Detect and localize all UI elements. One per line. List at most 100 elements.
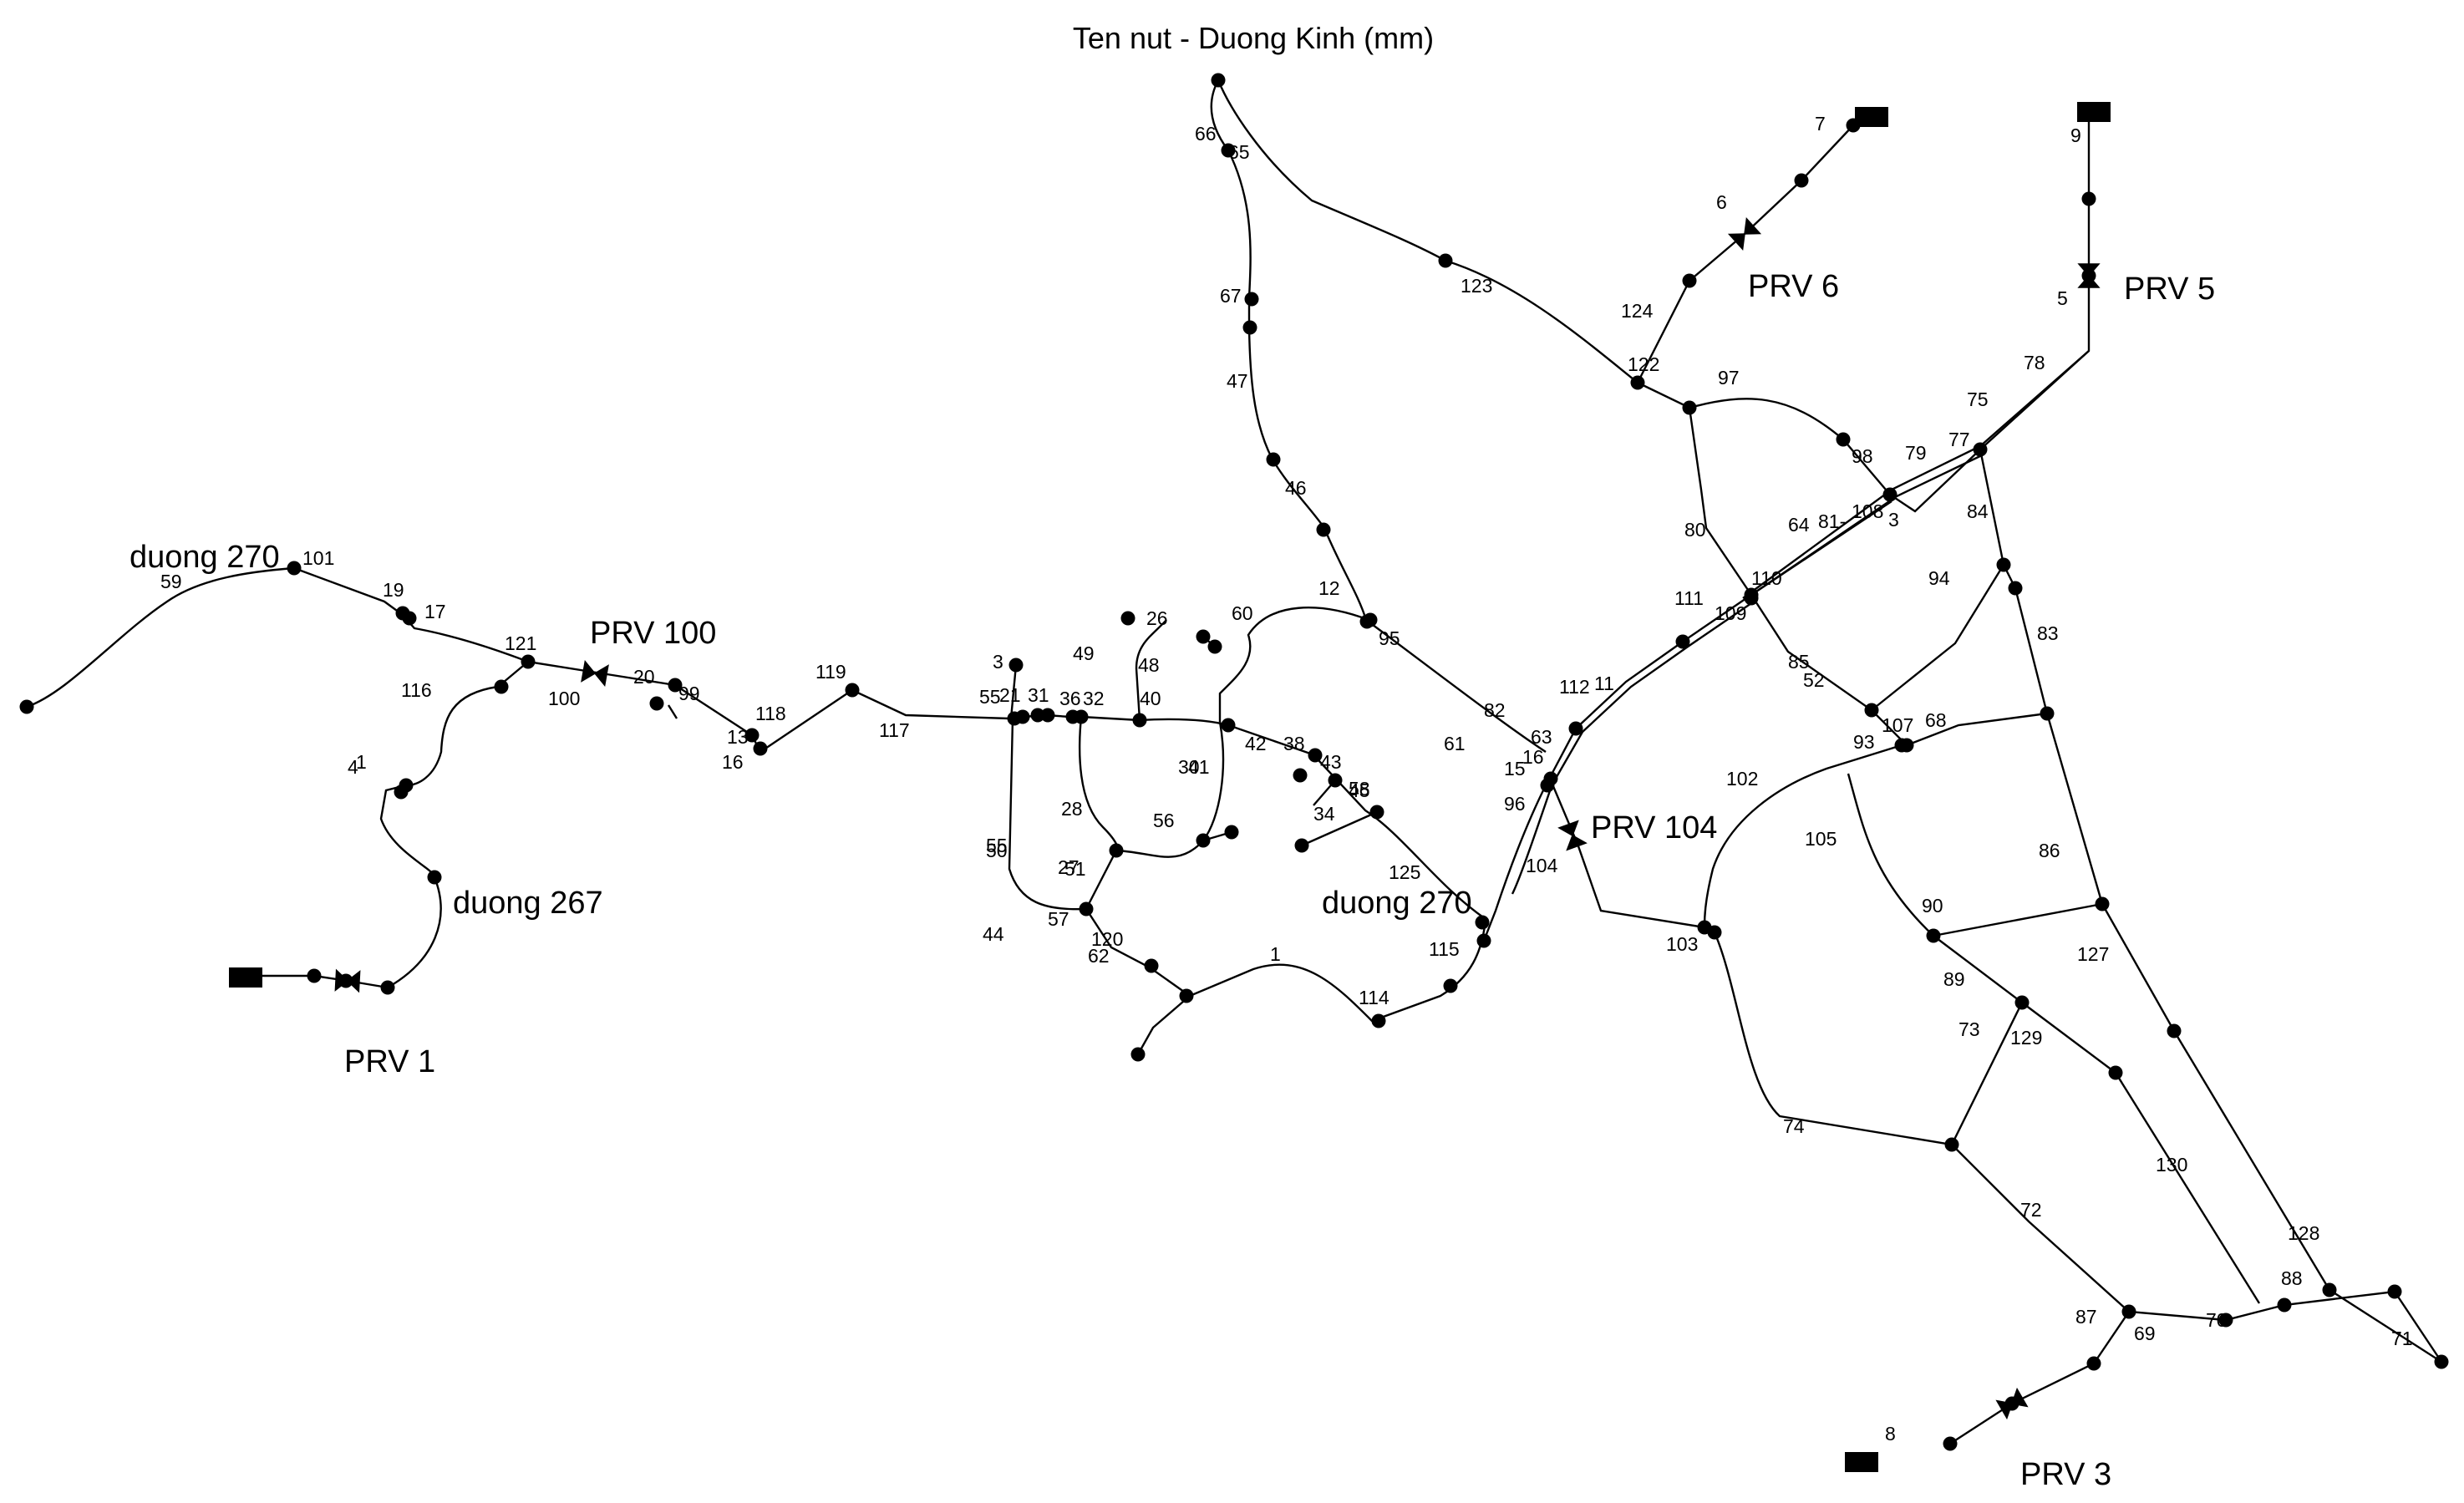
id-label: 82 (1484, 699, 1506, 721)
id-label: 78 (2024, 352, 2045, 373)
junction-node (1328, 773, 1343, 788)
junction-node (1476, 933, 1491, 948)
pressure-reducing-valves (334, 217, 2101, 1420)
id-label: 127 (2077, 943, 2109, 965)
pipe-segment (1217, 79, 1638, 383)
junction-node (2121, 1304, 2136, 1319)
pipe-label-duong270-west: duong 270 (130, 540, 280, 575)
id-label: 16 (722, 751, 744, 773)
pipe-segment (667, 704, 678, 719)
id-label: 88 (2281, 1267, 2303, 1289)
junction-node (1030, 708, 1045, 723)
junction-node (1543, 771, 1558, 786)
junction-node (668, 678, 683, 693)
pipe-label-duong270-center: duong 270 (1322, 886, 1472, 921)
pipe-segment (1218, 607, 1369, 722)
pipe-segment (246, 661, 529, 989)
junction-node (1242, 320, 1257, 335)
junction-node (1943, 1436, 1958, 1451)
pipe-segment (1482, 785, 1547, 942)
id-label: 48 (1138, 654, 1160, 676)
junction-node (394, 785, 409, 800)
id-label: 109 (1715, 602, 1746, 624)
junction-node (1207, 639, 1222, 654)
junction-node (1794, 173, 1809, 188)
reservoir-tank (1855, 107, 1888, 127)
junction-node (744, 728, 760, 743)
id-label: 12 (1318, 577, 1340, 599)
pipe-segment (1750, 500, 1892, 596)
id-label: 3 (1888, 509, 1899, 531)
junction-node (1996, 557, 2011, 572)
id-label: 63 (1531, 726, 1552, 748)
junction-node (427, 870, 442, 885)
junction-node (1443, 978, 1458, 993)
reservoir-tank (229, 967, 262, 988)
reservoir-tank (1845, 1452, 1878, 1472)
id-label: 123 (1461, 275, 1492, 297)
id-label: 117 (879, 719, 910, 741)
junction-node (1308, 748, 1323, 763)
junction-node (753, 741, 768, 756)
junction-node (1008, 658, 1024, 673)
id-label: 1 (356, 751, 367, 773)
id-label: 71 (2391, 1328, 2413, 1349)
id-label: 11 (1594, 673, 1614, 694)
id-label: 111 (1674, 587, 1704, 609)
id-label: 98 (1852, 445, 1873, 467)
id-label: 62 (1088, 945, 1110, 967)
valve-wedge (581, 660, 597, 683)
id-label: 55 (986, 835, 1008, 856)
junction-node (1221, 718, 1236, 733)
id-label: 30 (1178, 756, 1200, 778)
id-label: 47 (1227, 370, 1248, 392)
id-label: 129 (2010, 1027, 2042, 1049)
id-label: 90 (1922, 895, 1943, 917)
pipe-segment (1511, 778, 1556, 895)
pipe-segment (1549, 599, 1757, 788)
junction-node (2322, 1282, 2337, 1297)
id-label: 128 (2288, 1222, 2319, 1244)
id-label: 65 (1228, 141, 1250, 163)
pipe-segment (1871, 564, 2005, 711)
id-label: 120 (1091, 928, 1123, 950)
junction-node (1266, 452, 1281, 467)
id-label: 26 (1146, 607, 1168, 629)
id-label: 107 (1882, 714, 1913, 736)
id-label: 31 (1028, 684, 1049, 706)
id-label: 36 (1059, 688, 1081, 709)
junction-node (380, 980, 395, 995)
pipe-segment (1636, 124, 1854, 383)
id-label: 3 (993, 651, 1003, 673)
junction-node (1682, 400, 1697, 415)
id-label: 97 (1718, 367, 1740, 388)
id-label: 42 (1245, 733, 1267, 754)
valve-label-prv1: PRV 1 (344, 1044, 435, 1079)
id-label: 6 (1716, 191, 1727, 213)
junction-node (2434, 1354, 2449, 1369)
pipe-segment (1078, 716, 1120, 910)
pipe-segment (1301, 810, 1378, 847)
junction-node (2081, 191, 2096, 206)
id-label: 108 (1852, 500, 1883, 522)
id-label: 52 (1803, 669, 1825, 691)
pipe-segment (1202, 721, 1225, 841)
diagram-title: Ten nut - Duong Kinh (mm) (1073, 21, 1434, 55)
junction-node (1363, 612, 1378, 627)
id-label: 32 (1083, 688, 1105, 709)
id-label: 84 (1967, 500, 1989, 522)
id-label: 121 (505, 632, 536, 654)
junction-node (1074, 709, 1089, 724)
id-label: 20 (633, 666, 655, 688)
junction-node (1864, 703, 1879, 718)
junction-node (1040, 708, 1055, 723)
valve-wedge (1566, 834, 1588, 851)
junction-node (1179, 988, 1194, 1003)
id-label: 95 (1379, 627, 1400, 649)
id-label: 67 (1220, 285, 1242, 307)
pipe-segment (1115, 830, 1232, 858)
pipe-segment (1713, 932, 2024, 1146)
id-label: 60 (1232, 602, 1253, 624)
junction-node (1944, 1137, 1959, 1152)
